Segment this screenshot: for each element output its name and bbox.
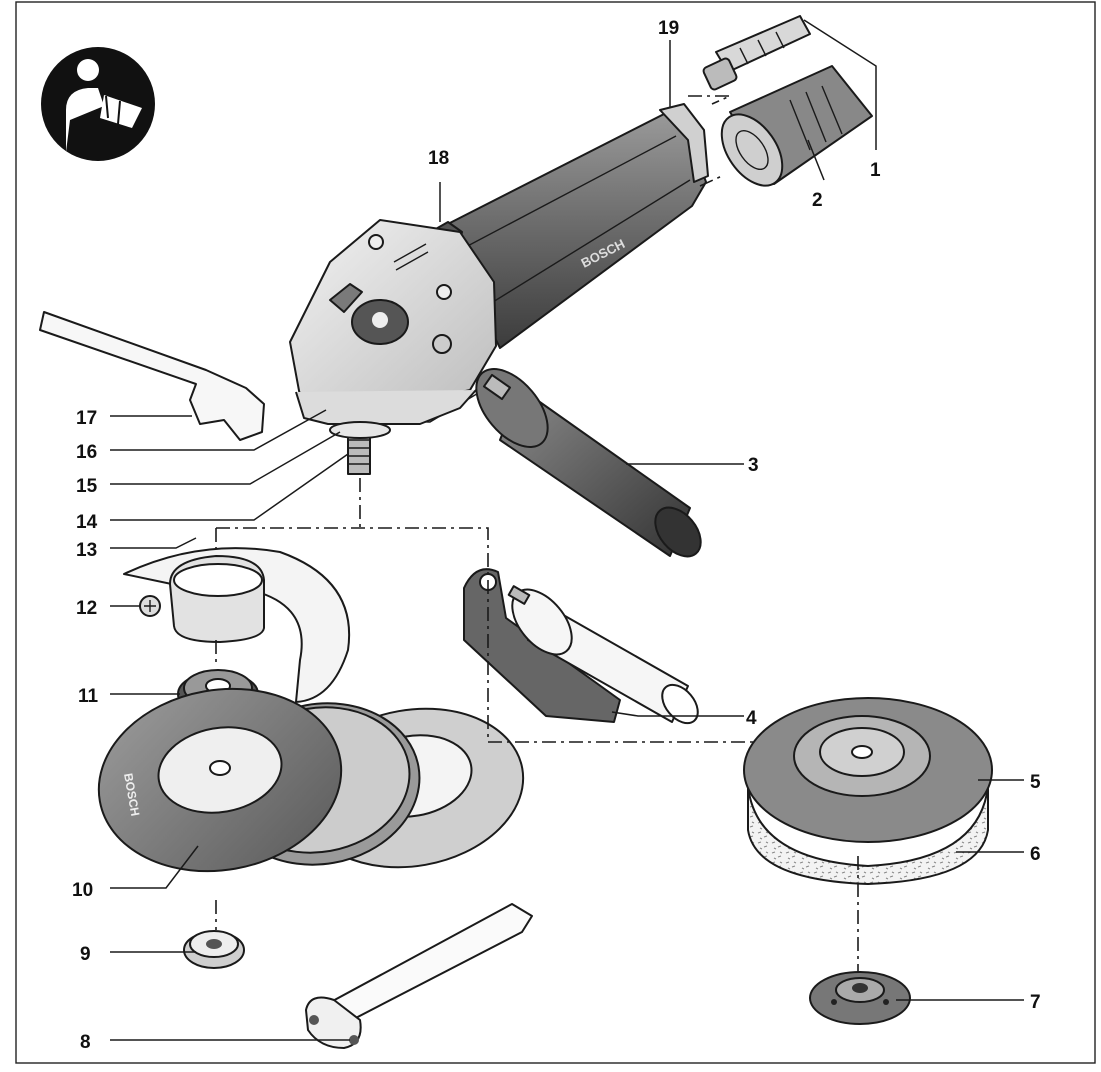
angle-grinder: BOSCH [289,103,709,475]
callout-6: 6 [1030,844,1041,865]
callout-8: 8 [80,1032,91,1053]
callout-19: 19 [658,18,679,39]
callout-17: 17 [76,408,97,429]
auxiliary-handle [475,367,702,558]
dust-extraction-nozzle [702,15,811,91]
callout-11: 11 [78,686,99,707]
two-pin-spanner [305,903,533,1049]
grinding-discs: BOSCH [97,687,525,873]
callout-16: 16 [76,442,97,463]
dust-filter [720,65,873,187]
callout-14: 14 [76,512,98,533]
callout-3: 3 [748,455,759,476]
callout-2: 2 [812,190,823,211]
callout-1: 1 [870,160,881,181]
protection-guard [123,547,351,703]
callout-10: 10 [72,880,93,901]
clamping-nut [183,930,245,969]
callout-7: 7 [1030,992,1041,1013]
open-end-wrench [39,311,265,441]
leader-lines [110,19,1024,1041]
polishing-pad [743,697,993,885]
read-manual-icon [41,47,155,161]
callout-9: 9 [80,944,91,965]
callout-5: 5 [1030,772,1041,793]
callout-12: 12 [76,598,97,619]
frame-border [15,1,1096,1064]
bow-handle [463,568,699,725]
callout-labels: 1 2 3 4 5 6 7 8 9 10 11 12 13 14 15 16 1… [72,18,1041,1053]
callout-13: 13 [76,540,97,561]
clamping-nut-pad [809,971,911,1025]
assembly-lines [215,95,859,972]
callout-4: 4 [746,708,757,729]
callout-18: 18 [428,148,449,169]
callout-15: 15 [76,476,98,497]
